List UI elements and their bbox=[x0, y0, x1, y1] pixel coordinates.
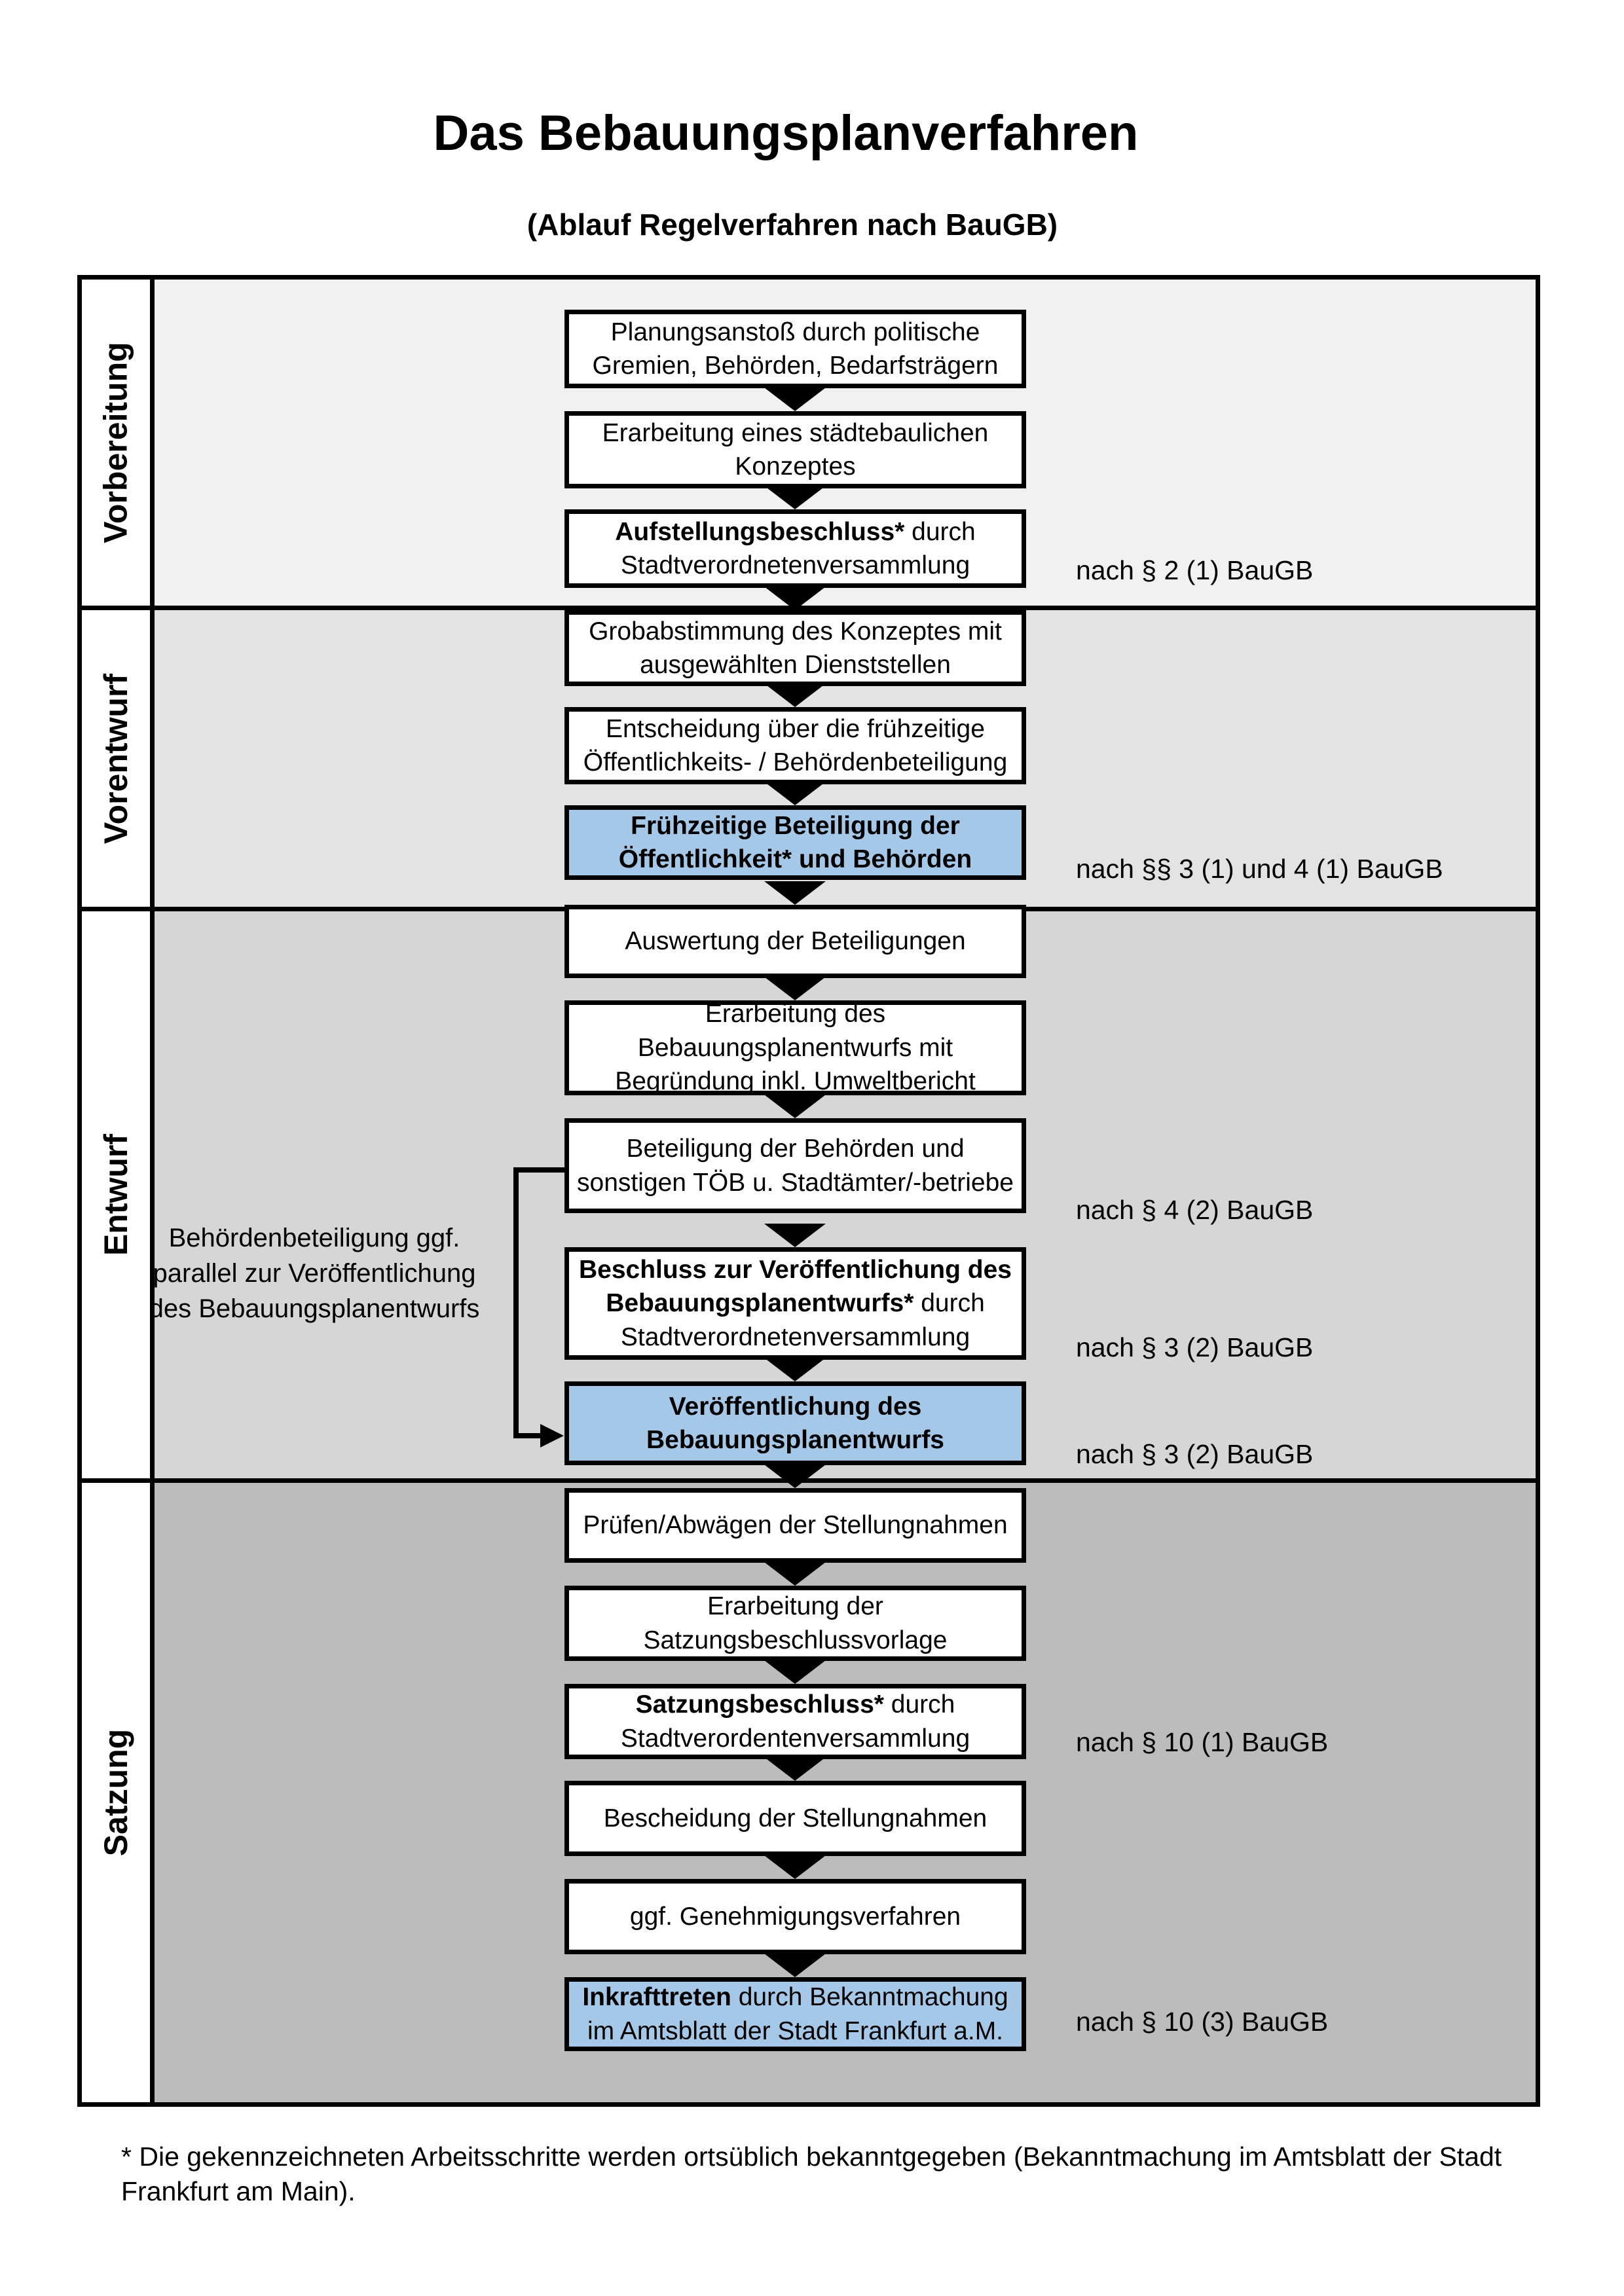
flow-step-behoerdenbeteiligung: Beteiligung der Behörden und sonstigen T… bbox=[564, 1118, 1026, 1213]
flow-step-grobabstimmung: Grobabstimmung des Konzeptes mit ausgewä… bbox=[564, 610, 1026, 686]
phase-label-cell: Satzung bbox=[82, 1483, 155, 2102]
down-arrow-icon bbox=[764, 1757, 826, 1781]
page-subtitle: (Ablauf Regelverfahren nach BauGB) bbox=[526, 208, 1058, 242]
side-note: Behördenbeteiligung ggf. parallel zur Ve… bbox=[149, 1224, 480, 1323]
down-arrow-icon bbox=[764, 1954, 826, 1977]
flowchart-frame: Vorbereitung Vorentwurf Entwurf Satzung bbox=[77, 275, 1540, 2107]
flow-step-inkrafttreten: Inkrafttreten durch Bekanntmachung im Am… bbox=[564, 1977, 1026, 2051]
flow-step-entscheidung: Entscheidung über die frühzeitige Öffent… bbox=[564, 707, 1026, 784]
down-arrow-icon bbox=[764, 977, 826, 1000]
law-ref: nach § 4 (2) BauGB bbox=[1076, 1195, 1314, 1225]
law-ref: nach § 10 (3) BauGB bbox=[1076, 2007, 1329, 2037]
down-arrow-icon bbox=[764, 1855, 826, 1879]
down-arrow-icon bbox=[764, 1358, 826, 1381]
flow-step-konzept: Erarbeitung eines städtebaulichen Konzep… bbox=[564, 411, 1026, 488]
flow-step-genehmigungsverfahren: ggf. Genehmigungsverfahren bbox=[564, 1879, 1026, 1954]
down-arrow-icon bbox=[764, 1095, 826, 1118]
flow-step-beschluss-veroeffentlichung: Beschluss zur Veröffentlichung des Bebau… bbox=[564, 1247, 1026, 1360]
down-arrow-icon bbox=[764, 782, 826, 805]
down-arrow-icon bbox=[764, 683, 826, 707]
phase-label-cell: Vorentwurf bbox=[82, 610, 155, 907]
flow-step-satzungsbeschluss: Satzungsbeschluss* durch Stadtverordente… bbox=[564, 1684, 1026, 1759]
down-arrow-icon bbox=[764, 587, 826, 610]
flow-step-auswertung: Auswertung der Beteiligungen bbox=[564, 905, 1026, 978]
flow-step-satzungsbeschlussvorlage: Erarbeitung der Satzungsbeschlussvorlage bbox=[564, 1586, 1026, 1661]
flow-step-fruehzeitige-beteiligung: Frühzeitige Beteiligung der Öffentlichke… bbox=[564, 805, 1026, 880]
flow-step-aufstellungsbeschluss: Aufstellungsbeschluss* durch Stadtverord… bbox=[564, 509, 1026, 588]
page-title: Das Bebauungsplanverfahren bbox=[433, 105, 1139, 161]
flow-step-bescheidung: Bescheidung der Stellungnahmen bbox=[564, 1781, 1026, 1856]
flow-step-erarbeitung-entwurf: Erarbeitung des Bebauungsplanentwurfs mi… bbox=[564, 1000, 1026, 1095]
law-ref: nach § 3 (2) BauGB bbox=[1076, 1332, 1314, 1362]
phase-label-cell: Entwurf bbox=[82, 911, 155, 1478]
flow-step-planungsanstoss: Planungsanstoß durch politische Gremien,… bbox=[564, 310, 1026, 388]
footnote: * Die gekennzeichneten Arbeitsschritte w… bbox=[121, 2141, 1502, 2207]
flow-step-pruefen-abwaegen: Prüfen/Abwägen der Stellungnahmen bbox=[564, 1488, 1026, 1563]
down-arrow-icon bbox=[764, 1562, 826, 1586]
law-ref: nach § 10 (1) BauGB bbox=[1076, 1727, 1329, 1757]
down-arrow-icon bbox=[764, 1660, 826, 1684]
flow-step-veroeffentlichung: Veröffentlichung des Bebauungsplanentwur… bbox=[564, 1381, 1026, 1465]
down-arrow-icon bbox=[764, 486, 826, 509]
flow-overlay: Planungsanstoß durch politische Gremien,… bbox=[82, 280, 1536, 2102]
law-ref: nach §§ 3 (1) und 4 (1) BauGB bbox=[1076, 854, 1443, 884]
down-arrow-icon bbox=[764, 881, 826, 905]
down-arrow-icon bbox=[764, 388, 826, 411]
law-ref: nach § 2 (1) BauGB bbox=[1076, 555, 1314, 585]
phase-label-cell: Vorbereitung bbox=[82, 280, 155, 606]
law-ref: nach § 3 (2) BauGB bbox=[1076, 1439, 1314, 1469]
down-arrow-icon bbox=[764, 1465, 826, 1488]
down-arrow-icon bbox=[764, 1224, 826, 1247]
